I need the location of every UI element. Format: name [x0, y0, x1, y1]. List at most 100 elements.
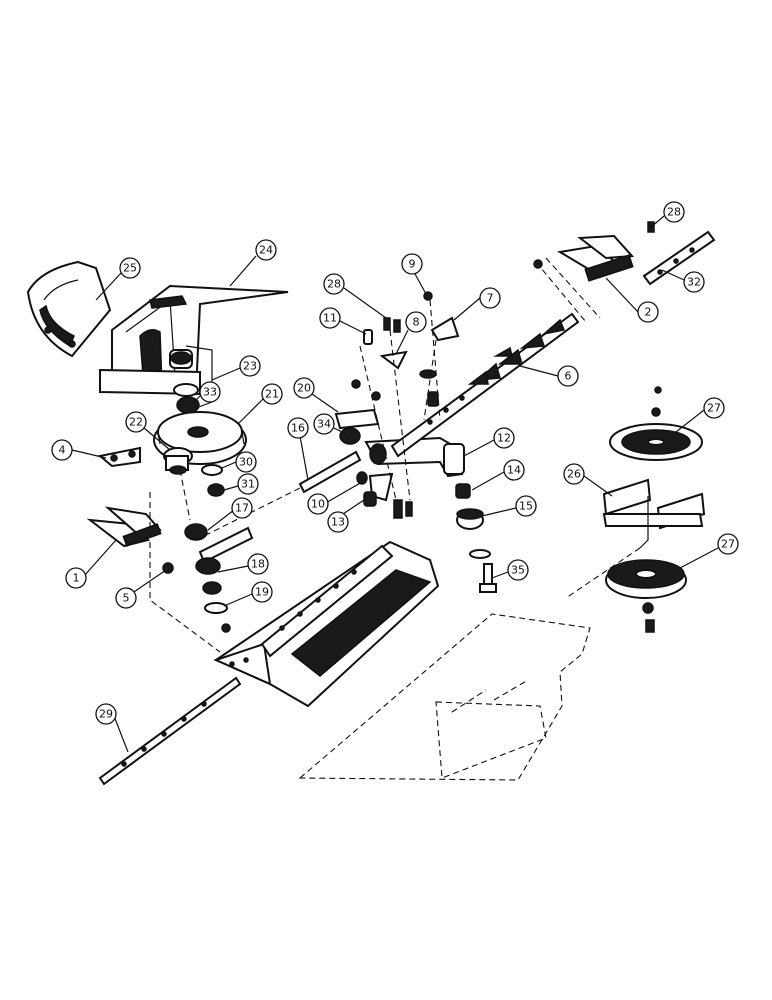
svg-text:26: 26 — [567, 468, 581, 481]
svg-text:18: 18 — [251, 558, 265, 571]
callout-30: 30 — [235, 451, 257, 473]
hardware-washer — [419, 369, 437, 379]
svg-text:17: 17 — [235, 502, 249, 515]
svg-text:30: 30 — [239, 456, 253, 469]
part-10-bracket — [356, 471, 413, 519]
part-22-hub — [163, 447, 193, 475]
svg-text:25: 25 — [123, 262, 137, 275]
callout-24: 24 — [255, 239, 277, 261]
svg-text:1: 1 — [73, 572, 80, 585]
callout-33: 33 — [199, 381, 221, 403]
callout-20: 20 — [293, 377, 315, 399]
svg-text:16: 16 — [291, 422, 305, 435]
part-29-bar — [98, 676, 242, 786]
callout-34: 34 — [313, 413, 335, 435]
callout-7: 7 — [479, 287, 501, 309]
callout-19: 19 — [251, 581, 273, 603]
svg-text:14: 14 — [507, 464, 521, 477]
hardware-spacer — [427, 391, 439, 407]
callout-28-right: 28 — [663, 201, 685, 223]
part-11-pin — [363, 329, 373, 345]
svg-text:32: 32 — [687, 276, 701, 289]
callout-12: 12 — [493, 427, 515, 449]
part-17-shaft-assembly — [184, 523, 254, 633]
svg-text:4: 4 — [59, 444, 66, 457]
callout-13: 13 — [327, 511, 349, 533]
svg-text:34: 34 — [317, 418, 331, 431]
svg-text:12: 12 — [497, 432, 511, 445]
callout-26: 26 — [563, 463, 585, 485]
callout-6: 6 — [557, 365, 579, 387]
callout-21: 21 — [261, 383, 283, 405]
svg-text:13: 13 — [331, 516, 345, 529]
part-4-bracket — [97, 446, 141, 468]
part-24-bracket-housing — [99, 284, 289, 396]
callout-32: 32 — [683, 271, 705, 293]
part-32-ledger-strip — [642, 221, 716, 286]
svg-text:9: 9 — [409, 258, 416, 271]
svg-text:6: 6 — [565, 370, 572, 383]
callout-16: 16 — [287, 417, 309, 439]
svg-text:27: 27 — [707, 402, 721, 415]
callout-leaders — [71, 215, 719, 753]
svg-text:19: 19 — [255, 586, 269, 599]
callout-35: 35 — [507, 559, 529, 581]
part-15-bushing — [456, 508, 484, 530]
svg-text:22: 22 — [129, 416, 143, 429]
part-20-block — [334, 379, 381, 445]
part-27-pulley-lower — [605, 559, 687, 633]
svg-text:15: 15 — [519, 500, 533, 513]
svg-text:8: 8 — [413, 316, 420, 329]
callout-2: 2 — [637, 301, 659, 323]
callouts: 1 2 4 5 6 7 8 9 10 11 12 13 14 15 16 17 … — [51, 201, 739, 725]
callout-15: 15 — [515, 495, 537, 517]
mounting-plate-outline — [298, 613, 591, 781]
part-27-pulley-upper — [609, 386, 703, 461]
callout-29: 29 — [95, 703, 117, 725]
svg-text:10: 10 — [311, 498, 325, 511]
callout-27-lower: 27 — [717, 533, 739, 555]
svg-text:28: 28 — [327, 278, 341, 291]
callout-10: 10 — [307, 493, 329, 515]
callout-9: 9 — [401, 253, 423, 275]
callout-25: 25 — [119, 257, 141, 279]
part-31-nut — [207, 483, 225, 497]
svg-text:27: 27 — [721, 538, 735, 551]
part-7-knife-head — [430, 316, 460, 342]
svg-text:28: 28 — [667, 206, 681, 219]
svg-text:33: 33 — [203, 386, 217, 399]
svg-text:21: 21 — [265, 388, 279, 401]
part-12-pitman-arm — [364, 436, 466, 478]
svg-text:5: 5 — [123, 592, 130, 605]
callout-28-center: 28 — [323, 273, 345, 295]
part-28-bolt-pair — [393, 319, 401, 333]
svg-text:29: 29 — [99, 708, 113, 721]
callout-8: 8 — [405, 311, 427, 333]
callout-22: 22 — [125, 411, 147, 433]
callout-4: 4 — [51, 439, 73, 461]
part-26-idler-bracket — [565, 478, 706, 599]
callout-14: 14 — [503, 459, 525, 481]
callout-23: 23 — [239, 355, 261, 377]
svg-text:20: 20 — [297, 382, 311, 395]
callout-5: 5 — [115, 587, 137, 609]
callout-27-upper: 27 — [703, 397, 725, 419]
part-2-guard — [533, 234, 635, 323]
part-28-bolt-upper — [383, 317, 391, 331]
svg-text:11: 11 — [323, 312, 337, 325]
callout-11: 11 — [319, 307, 341, 329]
part-25-shield — [26, 260, 112, 358]
svg-text:35: 35 — [511, 564, 525, 577]
part-6-sickle-bar — [390, 312, 580, 458]
callout-31: 31 — [237, 473, 259, 495]
part-1-guard — [86, 506, 162, 548]
callout-18: 18 — [247, 553, 269, 575]
svg-text:31: 31 — [241, 478, 255, 491]
part-14-bushing — [455, 483, 471, 499]
part-23-bearing-stack — [169, 345, 213, 414]
assembly-guide-lines — [149, 299, 441, 653]
callout-17: 17 — [231, 497, 253, 519]
callout-1: 1 — [65, 567, 87, 589]
svg-text:24: 24 — [259, 244, 273, 257]
